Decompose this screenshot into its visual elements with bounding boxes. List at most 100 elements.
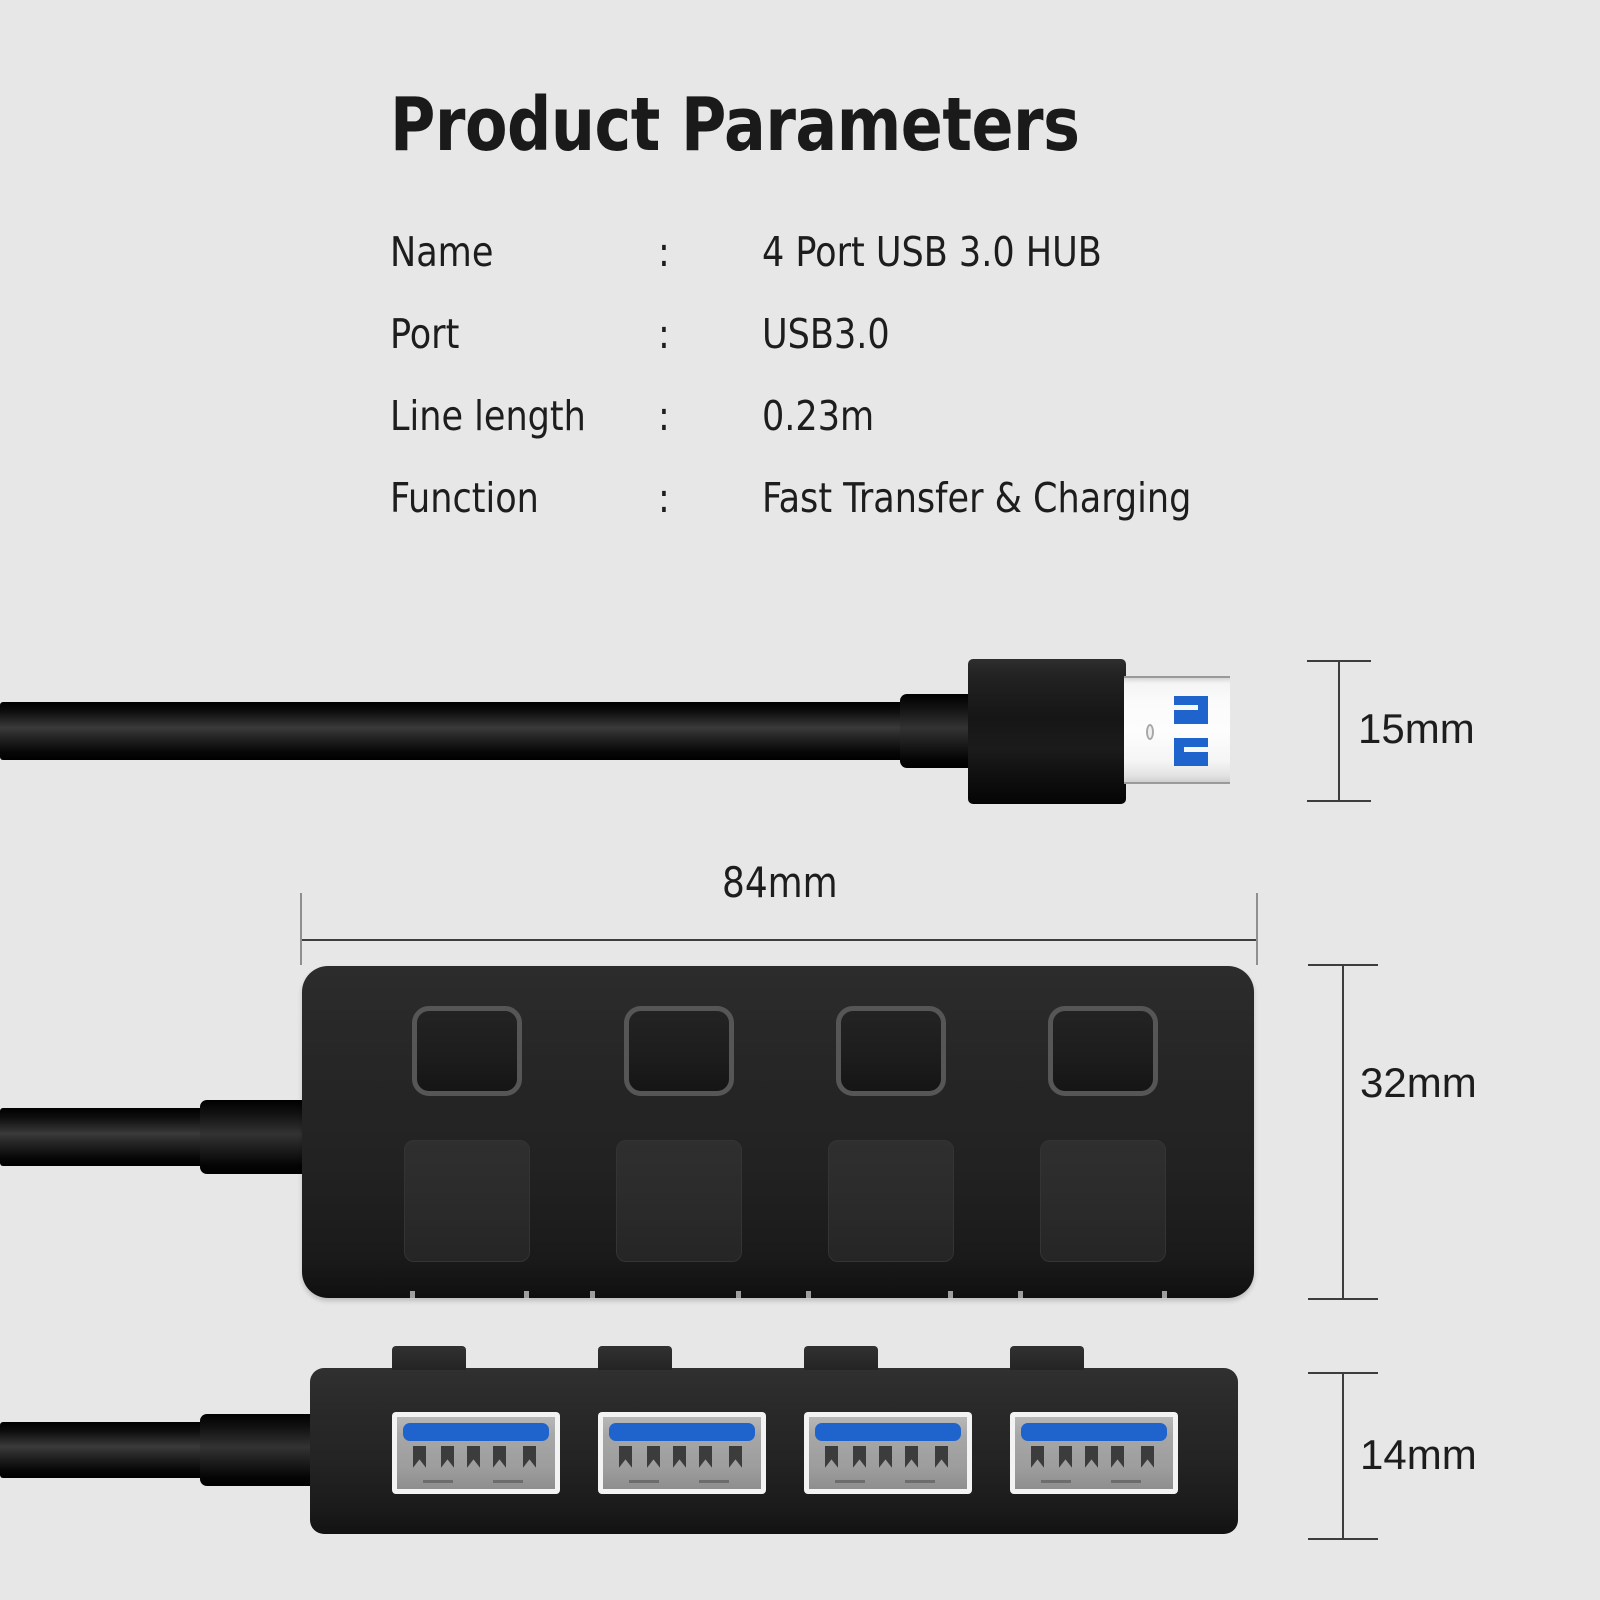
dimension-label-hub-depth: 32mm <box>1360 1059 1477 1106</box>
spec-label: Name <box>390 228 494 276</box>
switch-tab-2[interactable] <box>598 1346 672 1370</box>
usb-pin <box>853 1445 866 1468</box>
usb-contact-line <box>835 1479 865 1483</box>
power-switch-4[interactable] <box>1048 1006 1158 1096</box>
dimension-line-port-strip-height <box>1308 1372 1378 1540</box>
dimension-line-plug-height <box>1307 660 1371 802</box>
switch-tab-3[interactable] <box>804 1346 878 1370</box>
usb-pin <box>523 1445 536 1468</box>
usb-tongue <box>609 1422 755 1442</box>
usb-contact-block-icon <box>1174 738 1208 766</box>
usb-port-4[interactable] <box>1010 1412 1178 1494</box>
usb-contact-line <box>493 1479 523 1483</box>
usb-port-interior <box>809 1417 967 1489</box>
port-slot-2 <box>616 1140 742 1262</box>
hub-cable <box>0 1108 230 1166</box>
usb-pin <box>879 1445 892 1468</box>
port-opening-notch <box>1162 1291 1167 1299</box>
dimension-label-plug-height: 15mm <box>1358 705 1475 752</box>
spec-label: Function <box>390 474 539 522</box>
port-slot-1 <box>404 1140 530 1262</box>
usb-port-3[interactable] <box>804 1412 972 1494</box>
page-title: Product Parameters <box>390 82 1080 168</box>
spec-label: Line length <box>390 392 586 440</box>
usb-pin <box>825 1445 838 1468</box>
plug-cable <box>0 702 930 760</box>
usb-pin <box>647 1445 660 1468</box>
usb-pin <box>1111 1445 1124 1468</box>
usb-plug-housing <box>968 659 1126 804</box>
spec-value: USB3.0 <box>762 310 890 358</box>
usb-port-interior <box>397 1417 555 1489</box>
usb-pin <box>413 1445 426 1468</box>
usb-contact-line <box>1041 1479 1071 1483</box>
usb-contact-line <box>423 1479 453 1483</box>
extension-line-right <box>1256 893 1258 965</box>
usb-pin <box>935 1445 948 1468</box>
port-opening-notch <box>524 1291 529 1299</box>
usb-pin <box>673 1445 686 1468</box>
spec-row-port: Port : USB3.0 <box>390 310 1340 396</box>
usb-pin <box>699 1445 712 1468</box>
usb-pin <box>619 1445 632 1468</box>
spec-row-function: Function : Fast Transfer & Charging <box>390 474 1340 560</box>
spec-colon: : <box>658 228 670 276</box>
spec-colon: : <box>658 474 670 522</box>
usb-port-interior <box>603 1417 761 1489</box>
port-slot-4 <box>1040 1140 1166 1262</box>
port-opening-notch <box>590 1291 595 1299</box>
extension-line-left <box>300 893 302 965</box>
spec-table: Name : 4 Port USB 3.0 HUB Port : USB3.0 … <box>390 228 1340 560</box>
usb-contact-line <box>629 1479 659 1483</box>
hub-port-strip <box>310 1346 1238 1534</box>
power-switch-2[interactable] <box>624 1006 734 1096</box>
usb-port-interior <box>1015 1417 1173 1489</box>
hub-cable-strain-relief <box>200 1100 320 1174</box>
spec-label: Port <box>390 310 460 358</box>
spec-row-line-length: Line length : 0.23m <box>390 392 1340 478</box>
switch-tab-4[interactable] <box>1010 1346 1084 1370</box>
power-switch-3[interactable] <box>836 1006 946 1096</box>
usb-plug-dimple-icon <box>1146 724 1154 740</box>
usb-pin <box>729 1445 742 1468</box>
switch-tab-1[interactable] <box>392 1346 466 1370</box>
port-strip-cable-strain-relief <box>200 1414 320 1486</box>
hub-top-view <box>302 966 1254 1299</box>
usb-port-2[interactable] <box>598 1412 766 1494</box>
usb-contact-line <box>1111 1479 1141 1483</box>
port-slot-3 <box>828 1140 954 1262</box>
port-opening-notch <box>736 1291 741 1299</box>
usb-tongue <box>815 1422 961 1442</box>
usb-tongue <box>403 1422 549 1442</box>
usb-port-1[interactable] <box>392 1412 560 1494</box>
usb-pin <box>441 1445 454 1468</box>
port-opening-notch <box>1018 1291 1023 1299</box>
dimension-line-hub-depth <box>1308 964 1378 1300</box>
usb-pin <box>905 1445 918 1468</box>
usb-tongue <box>1021 1422 1167 1442</box>
dimension-label-hub-width: 84mm <box>722 858 838 907</box>
usb-pin <box>493 1445 506 1468</box>
port-opening-notch <box>948 1291 953 1299</box>
power-switch-1[interactable] <box>412 1006 522 1096</box>
spec-row-name: Name : 4 Port USB 3.0 HUB <box>390 228 1340 314</box>
spec-colon: : <box>658 392 670 440</box>
usb-pin <box>1141 1445 1154 1468</box>
usb-pin <box>1059 1445 1072 1468</box>
usb-contact-line <box>699 1479 729 1483</box>
usb-pin <box>1085 1445 1098 1468</box>
plug-cable-strain-relief <box>900 694 980 768</box>
usb-pin <box>1031 1445 1044 1468</box>
usb-contact-block-icon <box>1174 696 1208 724</box>
spec-value: 0.23m <box>762 392 875 440</box>
usb-pin <box>467 1445 480 1468</box>
dimension-label-port-strip-height: 14mm <box>1360 1431 1477 1478</box>
usb-contact-line <box>905 1479 935 1483</box>
usb-plug-metal-shell <box>1124 676 1230 784</box>
port-opening-notch <box>410 1291 415 1299</box>
spec-value: 4 Port USB 3.0 HUB <box>762 228 1102 276</box>
spec-colon: : <box>658 310 670 358</box>
port-opening-notch <box>806 1291 811 1299</box>
spec-value: Fast Transfer & Charging <box>762 474 1192 522</box>
